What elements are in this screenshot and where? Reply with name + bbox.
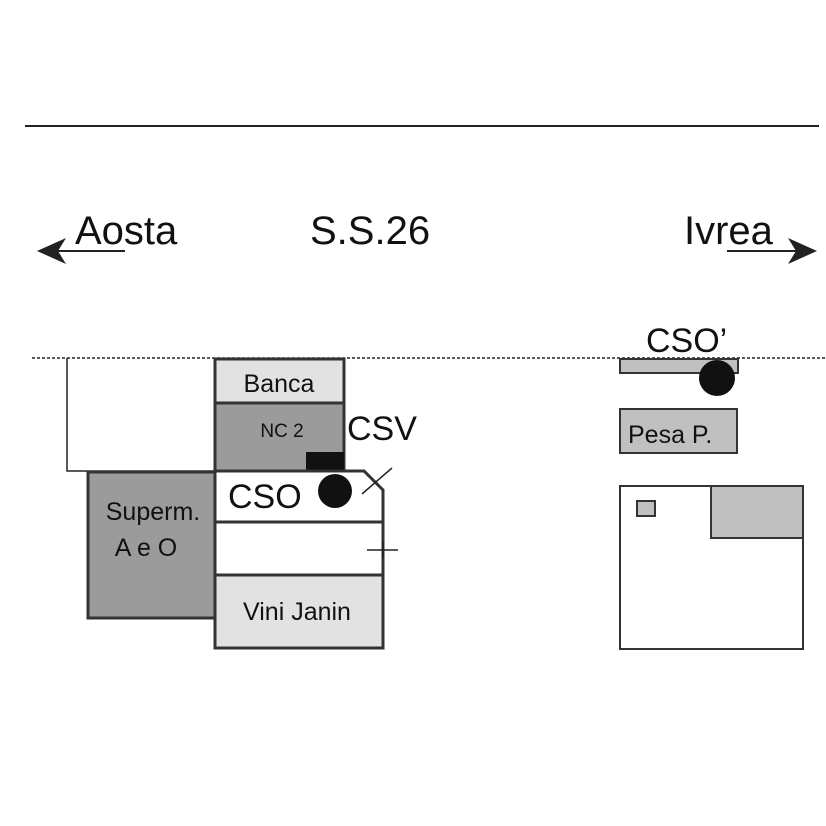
building-pesa (619, 408, 738, 454)
right-arrow-icon (727, 238, 817, 264)
building-middle (213, 520, 385, 577)
cso-label: CSO (228, 478, 302, 516)
left-arrow-icon (37, 238, 125, 264)
direction-right-label: Ivrea (684, 209, 774, 253)
road-label: S.S.26 (310, 209, 430, 253)
parcel-right-building (710, 485, 804, 539)
cso-prime-marker (699, 360, 735, 396)
building-supermarket-label-1: Superm. (106, 498, 200, 526)
building-nc2-label: NC 2 (260, 421, 303, 442)
building-pesa-label: Pesa P. (628, 421, 712, 449)
building-vini-janin (213, 573, 385, 650)
parcel-right-small-structure (636, 500, 656, 517)
cso-survey-mark (361, 467, 393, 495)
cso-marker (318, 474, 352, 508)
direction-left-label: Aosta (75, 209, 178, 253)
building-banca-label: Banca (244, 370, 315, 398)
csv-marker (306, 452, 344, 471)
building-supermarket-label-2: A e O (115, 534, 178, 562)
cso-prime-label: CSO’ (646, 322, 727, 360)
parcel-outline-left (66, 358, 215, 472)
csv-label: CSV (347, 410, 417, 448)
building-vini-janin-label: Vini Janin (243, 598, 351, 626)
